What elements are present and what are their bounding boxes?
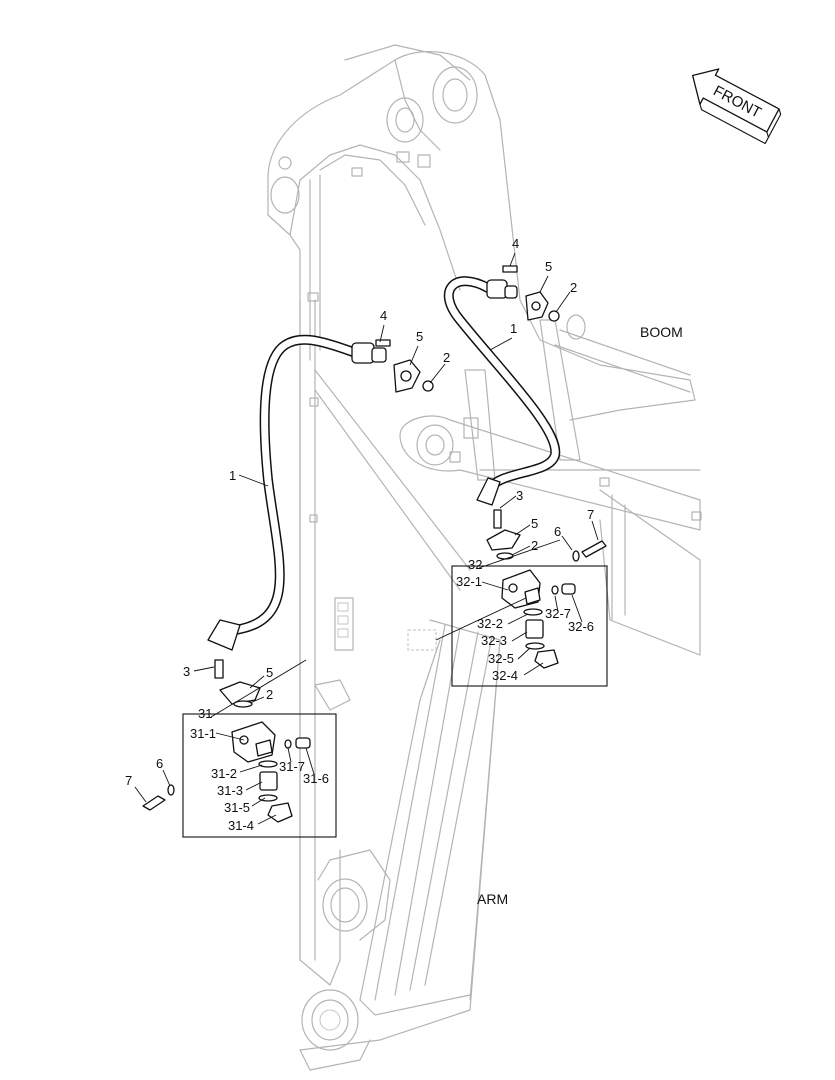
callout-1-upper-right: 1: [510, 321, 517, 336]
boom-structure: [267, 44, 702, 986]
part-32-5: 32-5: [488, 651, 514, 666]
callout-5-upper-left: 5: [416, 329, 423, 344]
callout-6-lower-right: 6: [554, 524, 561, 539]
lower-right-fitting: [476, 477, 521, 560]
part-32-7: 32-7: [545, 606, 571, 621]
assembly-31: [182, 713, 337, 838]
boom-label: BOOM: [640, 324, 683, 340]
callout-3-lower-right: 3: [516, 488, 523, 503]
assembly-31-labels: 31 31-1 31-2 31-3 31-5 31-4 31-7 31-6: [190, 706, 329, 833]
callout-7-lower-left: 7: [125, 773, 132, 788]
assembly-31-title: 31: [198, 706, 212, 721]
callout-4-upper-right: 4: [512, 236, 519, 251]
callout-2-upper-left: 2: [443, 350, 450, 365]
callout-2-lower-left: 2: [266, 687, 273, 702]
part-32-2: 32-2: [477, 616, 503, 631]
upper-left-fitting: [351, 339, 434, 393]
callout-6-lower-left: 6: [156, 756, 163, 771]
arm-structure: [299, 619, 501, 1071]
upper-right-fitting: [486, 265, 560, 322]
bolt-and-washer-right: [572, 540, 607, 562]
hose-left: [230, 334, 358, 635]
part-31-3: 31-3: [217, 783, 243, 798]
callout-3-lower-left: 3: [183, 664, 190, 679]
part-31-1: 31-1: [190, 726, 216, 741]
part-31-2: 31-2: [211, 766, 237, 781]
part-31-5: 31-5: [224, 800, 250, 815]
callout-7-lower-right: 7: [587, 507, 594, 522]
bolt-and-washer-left: [142, 784, 175, 811]
callout-5-lower-left: 5: [266, 665, 273, 680]
part-32-6: 32-6: [568, 619, 594, 634]
leader-lines: [134, 252, 599, 825]
part-31-6: 31-6: [303, 771, 329, 786]
callout-4-upper-left: 4: [380, 308, 387, 323]
part-31-4: 31-4: [228, 818, 254, 833]
arm-label: ARM: [477, 891, 508, 907]
part-31-7: 31-7: [279, 759, 305, 774]
assembly-32-title: 32: [468, 557, 482, 572]
arrow-left-icon: [691, 68, 780, 133]
assembly-32-labels: 32 32-1 32-2 32-3 32-5 32-4 32-7 32-6: [456, 557, 594, 683]
assembly-31-frame: [182, 713, 337, 838]
front-direction-arrow: FRONT: [691, 68, 782, 145]
part-32-1: 32-1: [456, 574, 482, 589]
assembly-32: [451, 565, 608, 687]
part-32-4: 32-4: [492, 668, 518, 683]
part-32-3: 32-3: [481, 633, 507, 648]
callout-5-lower-right: 5: [531, 516, 538, 531]
callout-5-upper-right: 5: [545, 259, 552, 274]
lower-left-fitting: [207, 619, 261, 708]
callout-2-upper-right: 2: [570, 280, 577, 295]
callouts: 4 5 2 1 4 5 2 1 3 5 2 7 6 3 5 2 6 7: [125, 236, 594, 788]
callout-1-left: 1: [229, 468, 236, 483]
assembly-32-frame: [451, 565, 608, 687]
callout-2-lower-right: 2: [531, 538, 538, 553]
hose-right: [443, 276, 561, 495]
